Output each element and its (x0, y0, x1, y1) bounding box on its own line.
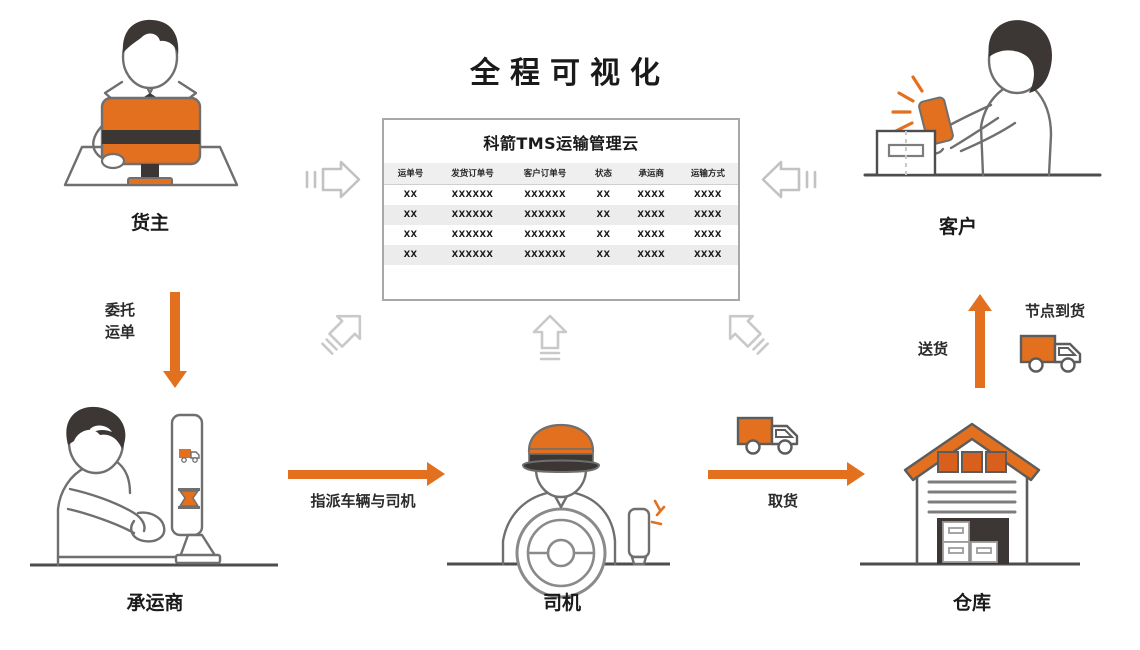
gray-arrow-left-icon (757, 160, 819, 200)
tms-card-title: 科箭TMS运输管理云 (483, 134, 639, 153)
flow-label-pickup: 取货 (767, 492, 798, 510)
gray-arrow-diagonal-up-left-icon (718, 306, 772, 356)
cell-customer-order-no: XXXXXX (524, 190, 566, 200)
column-header-carrier: 承运商 (624, 163, 678, 185)
truck-icon (735, 412, 805, 458)
warehouse-illustration (860, 422, 1080, 570)
cell-transport-mode: XXXX (693, 190, 722, 200)
cell-transport-mode: XXXX (677, 245, 738, 265)
cell-waybill-no: XX (384, 205, 438, 225)
flow-label-entrust-line2: 运单 (104, 322, 135, 341)
column-header-shipping-order-no: 发货订单号 (437, 163, 508, 185)
cell-customer-order-no: XXXXXX (507, 245, 583, 265)
cell-shipping-order-no: XXXXXX (437, 245, 508, 265)
cell-transport-mode: XXXX (693, 230, 722, 240)
cell-shipping-order-no: XXXXXX (451, 190, 494, 200)
cell-carrier: XXXX (637, 190, 666, 200)
pickup-arrow-right (708, 462, 865, 486)
role-label-warehouse: 仓库 (952, 592, 991, 614)
gray-arrow-right-icon (303, 160, 365, 200)
tms-card: 科箭TMS运输管理云 运单号 发货订单号 客户订单号 状态 承运商 运输方式 X… (382, 118, 740, 301)
cell-status: XX (582, 205, 625, 225)
gray-arrow-up-icon (528, 312, 572, 361)
flow-label-deliver: 送货 (917, 340, 948, 358)
column-header-customer-order-no: 客户订单号 (507, 163, 583, 185)
role-label-customer: 客户 (938, 216, 977, 238)
cell-shipping-order-no: XXXXXX (451, 230, 494, 240)
cell-carrier: XXXX (624, 205, 678, 225)
table-row: XX XXXXXX XXXXXX XX XXXX XXXX (384, 205, 738, 225)
table-row: XX XXXXXX XXXXXX XX XXXX XXXX (384, 245, 738, 265)
truck-icon (1018, 330, 1088, 376)
flow-label-entrust: 委托 运单 (85, 300, 155, 344)
table-row: XX XXXXXX XXXXXX XX XXXX XXXX (384, 225, 738, 245)
cell-customer-order-no: XXXXXX (524, 230, 566, 240)
cell-customer-order-no: XXXXXX (507, 205, 583, 225)
customer-illustration (863, 15, 1130, 205)
column-header-waybill-no: 运单号 (384, 163, 438, 185)
cell-waybill-no: XX (403, 190, 418, 200)
driver-illustration (447, 423, 670, 599)
flow-label-entrust-line1: 委托 (104, 301, 135, 319)
gray-arrow-diagonal-up-right-icon (318, 306, 372, 356)
tms-table: 运单号 发货订单号 客户订单号 状态 承运商 运输方式 XX XXXXXX XX… (384, 163, 738, 265)
entrust-arrow-down (163, 292, 187, 388)
shipper-illustration (10, 15, 290, 200)
tms-table-header-row: 运单号 发货订单号 客户订单号 状态 承运商 运输方式 (384, 163, 738, 185)
column-header-transport-mode: 运输方式 (677, 163, 738, 185)
flow-label-node-arrival: 节点到货 (1024, 302, 1085, 320)
deliver-arrow-up (968, 294, 992, 388)
cell-waybill-no: XX (403, 230, 418, 240)
carrier-illustration (30, 405, 280, 570)
cell-waybill-no: XX (384, 245, 438, 265)
role-label-driver: 司机 (542, 592, 581, 614)
cell-shipping-order-no: XXXXXX (437, 205, 508, 225)
cell-status: XX (596, 190, 611, 200)
cell-carrier: XXXX (624, 245, 678, 265)
cell-status: XX (582, 245, 625, 265)
column-header-status: 状态 (582, 163, 625, 185)
table-row: XX XXXXXX XXXXXX XX XXXX XXXX (384, 185, 738, 206)
cell-transport-mode: XXXX (677, 205, 738, 225)
role-label-shipper: 货主 (130, 212, 169, 234)
page-title: 全程可视化 (470, 56, 670, 91)
assign-arrow-right (288, 462, 445, 486)
flow-label-assign: 指派车辆与司机 (310, 492, 416, 510)
cell-carrier: XXXX (637, 230, 666, 240)
role-label-carrier: 承运商 (126, 592, 184, 614)
cell-status: XX (596, 230, 611, 240)
